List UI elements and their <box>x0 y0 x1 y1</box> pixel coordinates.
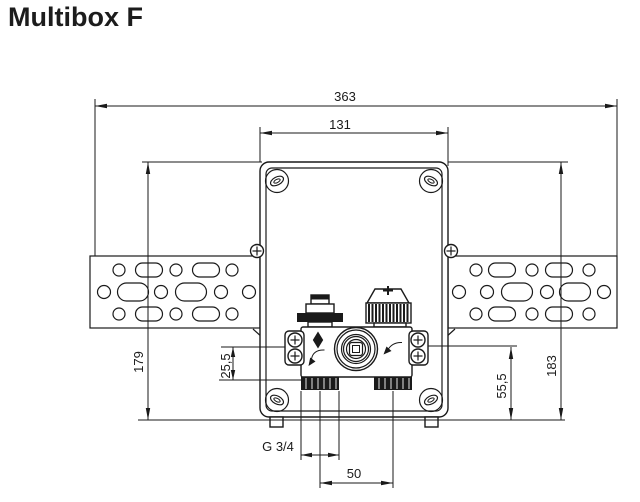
cap-plus-icon <box>383 286 393 295</box>
dim-label-pipe-spacing: 50 <box>347 466 361 481</box>
dim-label-right-height: 183 <box>544 355 559 377</box>
dim-label-valve-axis-offset: 25,5 <box>218 353 233 378</box>
dimension-right-height <box>448 161 568 420</box>
flow-out-arrow-icon <box>383 341 403 355</box>
dimension-box-width <box>259 127 449 166</box>
rail-screw-right <box>443 243 459 259</box>
page-title: Multibox F <box>8 2 143 32</box>
corner-ear-bottom-right <box>418 387 444 413</box>
box-outer-wall <box>259 161 449 418</box>
thermostat-cap <box>365 286 412 328</box>
dimension-total-width <box>94 99 618 256</box>
box-body <box>249 161 459 428</box>
box-foot-left <box>269 416 284 428</box>
valve-assembly <box>284 286 429 390</box>
box-inner-wall <box>265 167 443 412</box>
thread-connection-left <box>301 377 339 390</box>
box-foot-right <box>424 416 439 428</box>
corner-ear-top-right <box>418 168 444 194</box>
dimension-pipe-spacing <box>319 391 394 488</box>
dim-label-thread-size: G 3/4 <box>262 439 294 454</box>
dimension-axis-height <box>428 345 517 420</box>
flow-in-arrow-icon <box>308 349 325 366</box>
dim-label-box-width: 131 <box>329 117 351 132</box>
dim-label-total-width: 363 <box>334 89 356 104</box>
thread-connection-right <box>374 377 412 390</box>
dimension-left-height <box>142 161 262 420</box>
dim-label-left-height: 179 <box>131 351 146 373</box>
vent-cap <box>297 294 343 328</box>
dim-label-axis-height: 55,5 <box>494 373 509 398</box>
rail-screw-left <box>249 243 265 259</box>
mounting-rail-right <box>444 255 618 339</box>
valve-screws <box>287 332 426 364</box>
corner-ear-top-left <box>264 168 290 194</box>
dimension-valve-axis-offset <box>219 346 301 381</box>
mounting-rail-left <box>89 255 264 339</box>
valve-diamond-icon <box>312 331 324 349</box>
corner-ear-bottom-left <box>264 387 290 413</box>
valve-spindle <box>333 326 379 372</box>
dimension-thread-size <box>300 391 340 460</box>
